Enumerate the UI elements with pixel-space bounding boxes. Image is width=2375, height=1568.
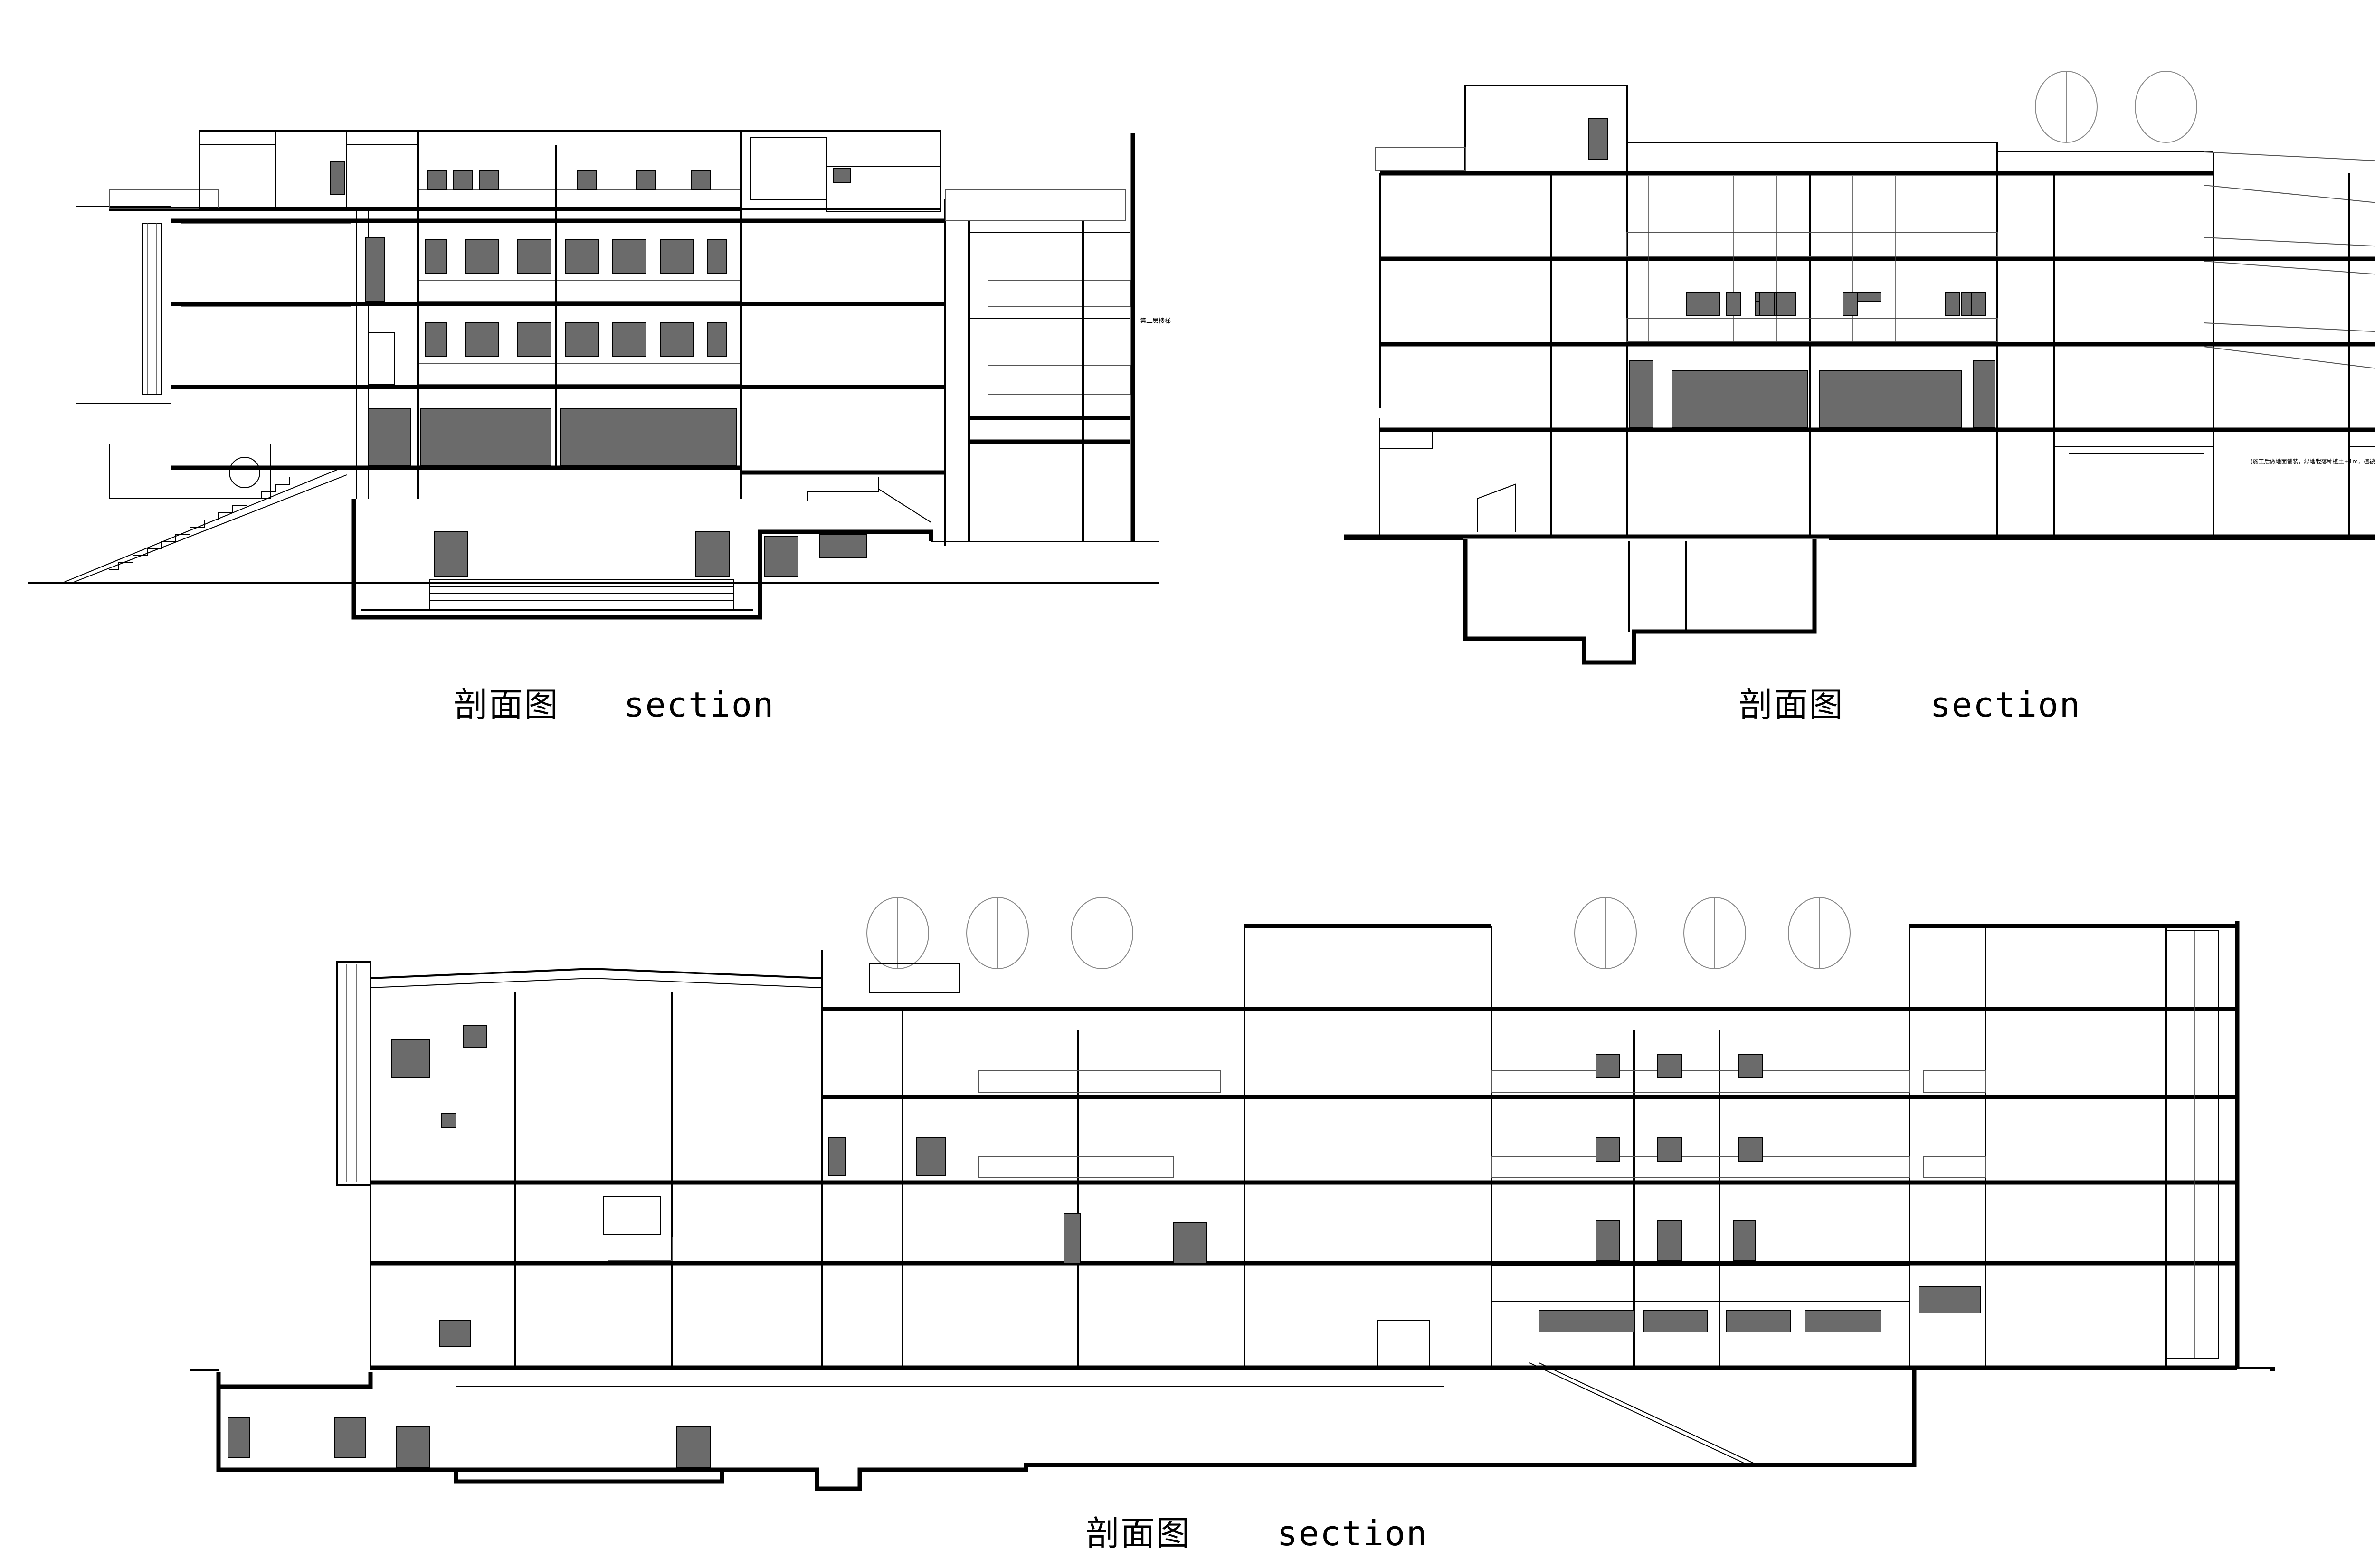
annotation-note-section-2: (施工后做地面铺装，绿地栽落种植土+1m，植被立摆铺设) <box>2251 458 2375 465</box>
windows-sec1 <box>368 170 867 577</box>
section-3-drawing <box>190 897 2275 1491</box>
caption-section-1: 剖面图 section <box>454 677 775 727</box>
caption-section-3: 剖面图 section <box>1085 1505 1428 1555</box>
windows-sec3 <box>228 1025 1981 1468</box>
caption-en: section <box>1277 1513 1428 1553</box>
caption-cn: 剖面图 <box>1085 1513 1191 1553</box>
trees-sec3 <box>866 897 1851 969</box>
auditorium-steps <box>429 579 734 611</box>
caption-cn: 剖面图 <box>454 685 560 725</box>
caption-cn: 剖面图 <box>1738 685 1844 725</box>
railings-sec3 <box>608 1070 1986 1261</box>
annotation-label-stair: 第二层楼梯 <box>1140 318 1171 325</box>
windows-sec2 <box>1629 292 1995 428</box>
caption-en: section <box>1930 685 2081 725</box>
section-1-drawing <box>28 130 1159 620</box>
caption-en: section <box>624 685 775 725</box>
caption-section-2: 剖面图 section <box>1738 677 2081 727</box>
trees-sec2 <box>2035 71 2197 143</box>
section-2-drawing <box>1344 71 2375 665</box>
